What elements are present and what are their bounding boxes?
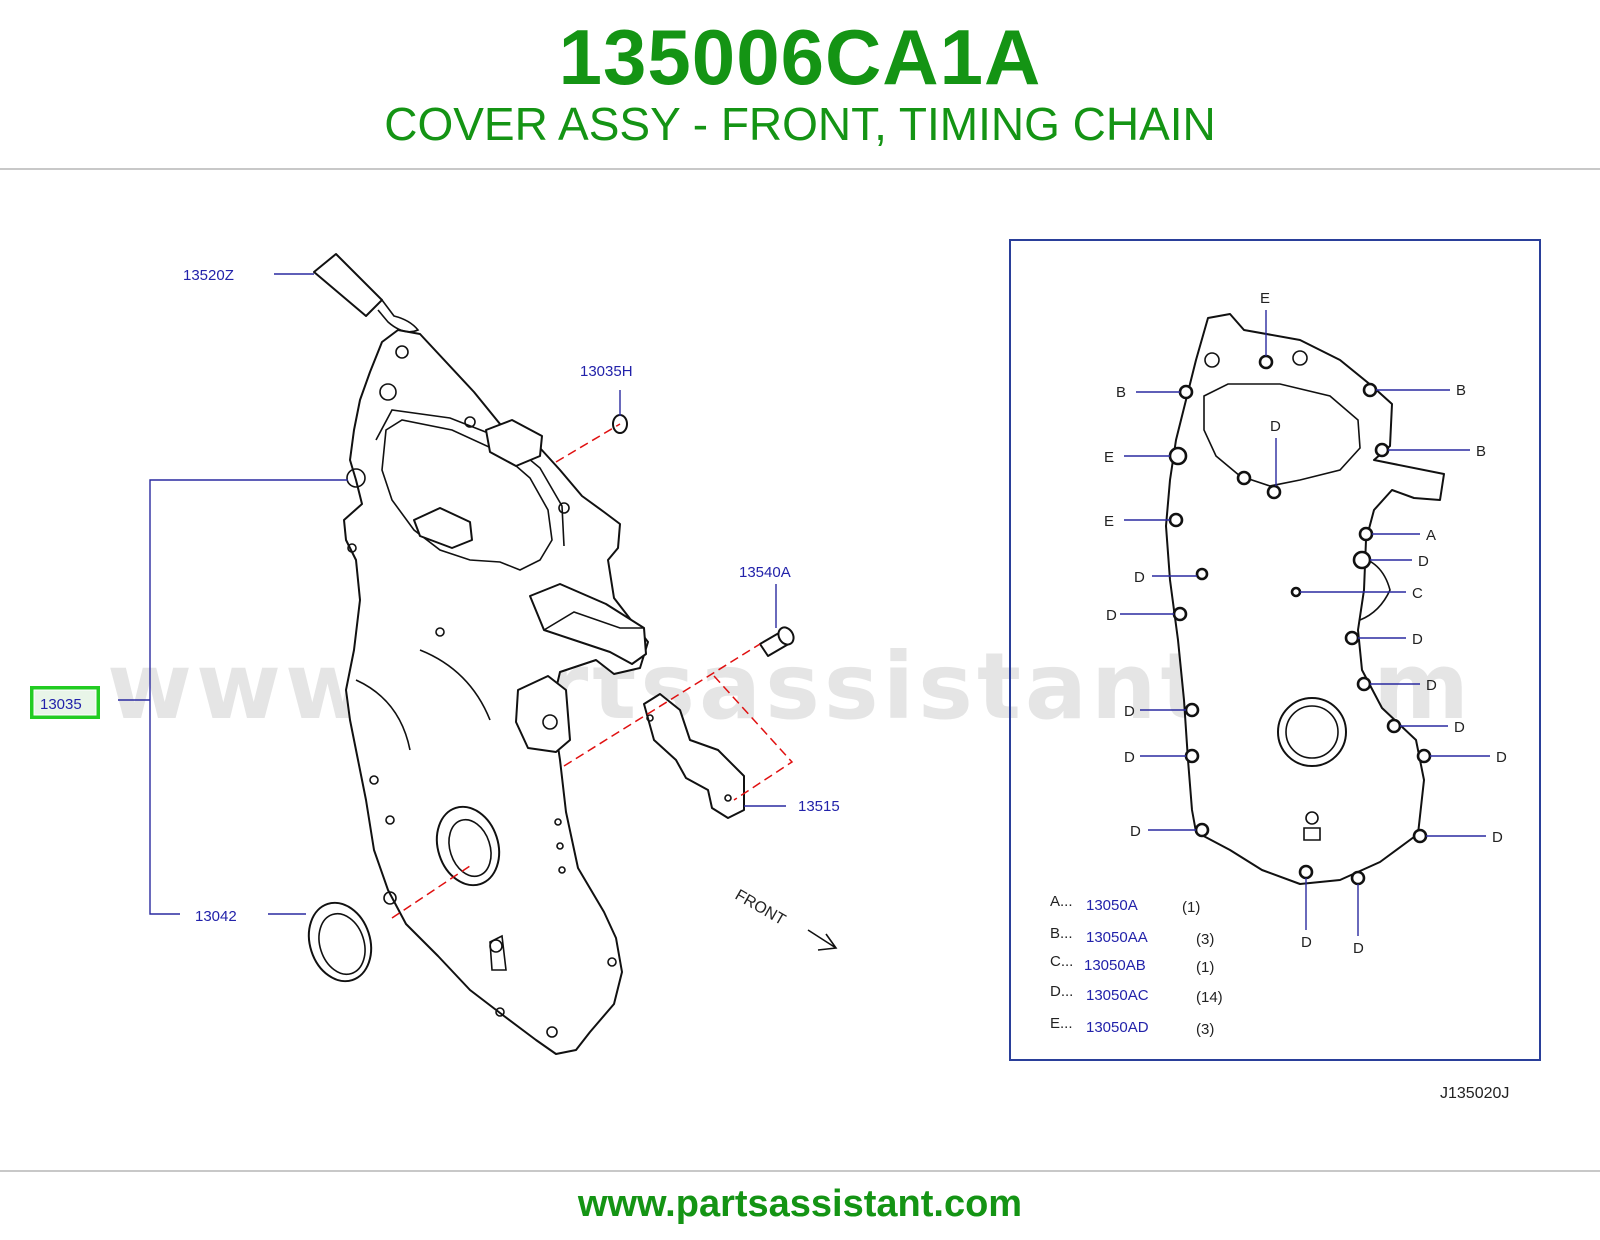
- svg-text:B...: B...: [1050, 925, 1073, 942]
- page-header: 135006CA1A COVER ASSY - FRONT, TIMING CH…: [0, 0, 1600, 170]
- bolt-label-c: C: [1412, 585, 1423, 602]
- bolt-label-b: B: [1476, 443, 1486, 460]
- callout-13035h[interactable]: 13035H: [580, 363, 633, 380]
- gasket-plate: [643, 693, 745, 819]
- callout-13042[interactable]: 13042: [195, 908, 237, 925]
- part-number: 135006CA1A: [558, 13, 1042, 101]
- diagram-code: J135020J: [1440, 1085, 1509, 1102]
- bolt-label-d: D: [1353, 940, 1364, 957]
- bolt-label-e-top: E: [1260, 290, 1270, 307]
- bolt-label-d: D: [1270, 418, 1281, 435]
- bolt-label-b: B: [1456, 382, 1466, 399]
- svg-text:(3): (3): [1196, 931, 1214, 948]
- callout-13035[interactable]: 13035: [40, 696, 82, 713]
- bolt-label-d: D: [1492, 829, 1503, 846]
- legend-part-link[interactable]: 13050AB: [1084, 957, 1146, 974]
- legend-row: E... 13050AD (3): [1050, 1015, 1214, 1038]
- bolt-label-d: D: [1106, 607, 1117, 624]
- mount-bracket: [529, 583, 647, 665]
- bolt-label-a: A: [1426, 527, 1436, 544]
- svg-text:C...: C...: [1050, 953, 1073, 970]
- header-divider: [0, 168, 1600, 170]
- footer-url-link[interactable]: www.partsassistant.com: [577, 1183, 1023, 1225]
- footer-divider: [0, 1170, 1600, 1172]
- bolt-label-d: D: [1134, 569, 1145, 586]
- sealant-tube: [313, 253, 383, 317]
- svg-text:D...: D...: [1050, 983, 1073, 1000]
- bolt-label-b: B: [1116, 384, 1126, 401]
- part-title: COVER ASSY - FRONT, TIMING CHAIN: [384, 98, 1216, 150]
- legend-row: C... 13050AB (1): [1050, 953, 1214, 976]
- bolt-label-d: D: [1418, 553, 1429, 570]
- svg-text:(1): (1): [1182, 899, 1200, 916]
- front-arrow-icon: [807, 929, 838, 951]
- svg-text:(14): (14): [1196, 989, 1223, 1006]
- stud-bolt: [759, 626, 795, 657]
- detail-window: [1203, 383, 1361, 487]
- bolt-label-d: D: [1124, 703, 1135, 720]
- front-cover-outline: [343, 329, 649, 1055]
- legend-row: A... 13050A (1): [1050, 893, 1200, 916]
- bolt-label-d: D: [1426, 677, 1437, 694]
- oil-seal: [307, 901, 373, 983]
- bolt-label-d: D: [1124, 749, 1135, 766]
- legend-part-link[interactable]: 13050A: [1086, 897, 1138, 914]
- svg-text:A...: A...: [1050, 893, 1073, 910]
- callout-13520z[interactable]: 13520Z: [183, 267, 234, 284]
- bolt-label-d: D: [1454, 719, 1465, 736]
- legend-part-link[interactable]: 13050AC: [1086, 987, 1149, 1004]
- bolt-label-d: D: [1496, 749, 1507, 766]
- left-exploded-view: 13520Z 13035H 13540A 13035 13515 13042 F…: [30, 253, 840, 1055]
- cover-window: [381, 419, 553, 571]
- svg-text:(1): (1): [1196, 959, 1214, 976]
- detail-seal-bore: [1277, 697, 1347, 767]
- front-direction-label: FRONT: [732, 887, 788, 929]
- callout-13540a[interactable]: 13540A: [739, 564, 791, 581]
- legend-row: B... 13050AA (3): [1050, 925, 1214, 948]
- bolt-label-d: D: [1301, 934, 1312, 951]
- bolt-legend: A... 13050A (1) B... 13050AA (3) C... 13…: [1050, 893, 1223, 1038]
- legend-row: D... 13050AC (14): [1050, 983, 1223, 1006]
- bolt-label-d: D: [1130, 823, 1141, 840]
- bolt-label-e: E: [1104, 449, 1114, 466]
- svg-text:E...: E...: [1050, 1015, 1073, 1032]
- bolt-label-d: D: [1412, 631, 1423, 648]
- detail-frame: [1009, 239, 1541, 1061]
- callout-13515[interactable]: 13515: [798, 798, 840, 815]
- cover-holes: [346, 345, 617, 1038]
- detail-cover-outline: [1165, 313, 1445, 885]
- bolt-label-e: E: [1104, 513, 1114, 530]
- legend-part-link[interactable]: 13050AA: [1086, 929, 1148, 946]
- svg-text:(3): (3): [1196, 1021, 1214, 1038]
- legend-part-link[interactable]: 13050AD: [1086, 1019, 1149, 1036]
- bolt-detail-view: E B B B D E E A D C D D D D D D D D D D …: [1104, 290, 1507, 957]
